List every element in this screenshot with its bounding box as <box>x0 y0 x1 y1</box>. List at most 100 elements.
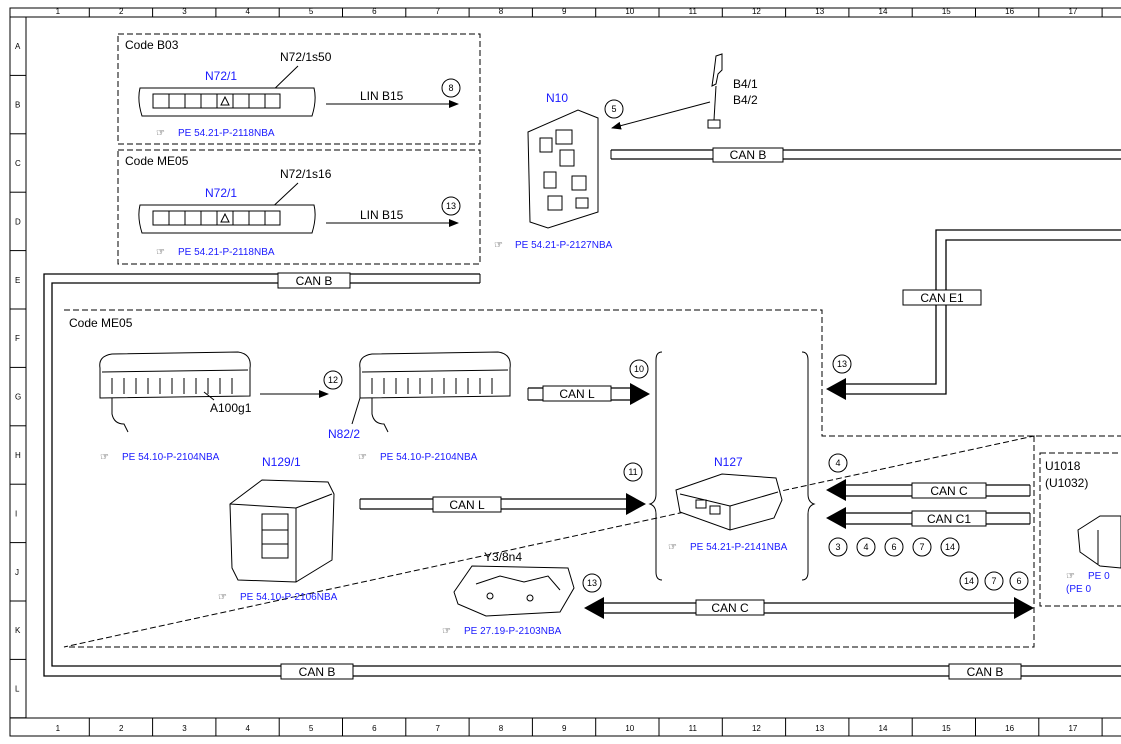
n129-1-label: N129/1 <box>262 455 301 469</box>
marker-4-text: 4 <box>835 458 840 468</box>
row-letter: F <box>15 334 20 343</box>
column-number: 2 <box>119 724 124 733</box>
marker-13a <box>441 196 461 216</box>
column-number: 8 <box>499 7 504 16</box>
can-c-bus-bottom: CAN C <box>584 597 1034 619</box>
column-number: 9 <box>562 7 567 16</box>
n10-label: N10 <box>546 91 568 105</box>
ref-me05: PE 54.21-P-2118NBA <box>178 247 275 258</box>
column-number: 16 <box>1005 724 1014 733</box>
u1018-label: U1018 <box>1045 459 1081 473</box>
n127-label: N127 <box>714 455 743 469</box>
can-b-label-top: CAN B <box>730 148 767 162</box>
b4-1-label: B4/1 <box>733 77 758 91</box>
column-number: 11 <box>689 7 698 16</box>
hand-icon: ☞ <box>1066 571 1075 582</box>
column-number: 8 <box>499 724 504 733</box>
row-letter: J <box>15 568 19 577</box>
ref-n10: PE 54.21-P-2127NBA <box>515 240 613 251</box>
u1032-label: (U1032) <box>1045 476 1088 490</box>
row-letter: H <box>15 451 21 460</box>
marker-r7-text: 7 <box>991 576 996 586</box>
row-letter: L <box>15 685 20 694</box>
hand-icon: ☞ <box>100 452 109 463</box>
marker-13a-text: 13 <box>446 201 456 211</box>
can-c-label-bottom: CAN C <box>711 601 749 615</box>
column-number: 7 <box>435 7 440 16</box>
column-number: 5 <box>309 724 314 733</box>
column-number: 3 <box>182 7 187 16</box>
marker-6-text: 6 <box>891 542 896 552</box>
code-b03-box <box>117 33 481 145</box>
column-number: 10 <box>625 7 634 16</box>
u1018-module <box>1077 515 1121 569</box>
ref-n127: PE 54.21-P-2141NBA <box>690 542 788 553</box>
column-number: 1 <box>56 724 61 733</box>
can-l-bus-2: CAN L <box>359 493 646 515</box>
row-letter: G <box>15 393 21 402</box>
marker-5-text: 5 <box>611 104 616 114</box>
column-number: 3 <box>182 724 187 733</box>
column-number: 7 <box>435 724 440 733</box>
hand-icon: ☞ <box>218 592 227 603</box>
lin-b15-label-a: LIN B15 <box>360 89 404 103</box>
marker-14-text: 14 <box>945 542 955 552</box>
b4-2-label: B4/2 <box>733 93 758 107</box>
marker-8-text: 8 <box>448 83 453 93</box>
column-number: 17 <box>1068 7 1077 16</box>
row-letter: B <box>15 101 20 110</box>
code-b03-label: Code B03 <box>125 38 179 52</box>
can-c1-label: CAN C1 <box>927 512 971 526</box>
n72-1s16-label: N72/1s16 <box>280 167 332 181</box>
code-me05-main-box <box>63 309 1121 648</box>
marker-10-text: 10 <box>634 364 644 374</box>
marker-13c <box>582 573 602 593</box>
can-l-bus-1: CAN L <box>527 383 650 405</box>
n72-1-label-b: N72/1 <box>205 186 237 200</box>
marker-8 <box>441 78 461 98</box>
row-letter: D <box>15 217 21 226</box>
overhead-control-panel-b03 <box>138 87 316 117</box>
marker-3-text: 3 <box>835 542 840 552</box>
b4-sensor <box>707 53 723 129</box>
row-letter: E <box>15 276 20 285</box>
marker-12-text: 12 <box>328 375 338 385</box>
can-b-label-left: CAN B <box>296 274 333 288</box>
hand-icon: ☞ <box>358 452 367 463</box>
marker-r14-text: 14 <box>964 576 974 586</box>
column-number: 4 <box>246 724 251 733</box>
code-me05-top-box <box>117 149 481 265</box>
marker-13b <box>832 354 852 374</box>
hand-icon: ☞ <box>668 542 677 553</box>
ref-b03: PE 54.21-P-2118NBA <box>178 128 275 139</box>
n82-2-battery <box>359 351 511 433</box>
marker-11-text: 11 <box>628 467 637 477</box>
column-number: 16 <box>1005 7 1014 16</box>
marker-10 <box>629 359 649 379</box>
row-letter: A <box>15 42 21 51</box>
marker-12 <box>323 370 343 390</box>
overhead-control-panel-me05 <box>138 204 316 234</box>
row-letter: K <box>15 626 21 635</box>
n72-1s50-label: N72/1s50 <box>280 50 332 64</box>
can-e1-bus: CAN E1 <box>826 229 1121 400</box>
marker-r6-text: 6 <box>1016 576 1021 586</box>
ref-a100g1: PE 54.10-P-2104NBA <box>122 452 220 463</box>
column-number: 2 <box>119 7 124 16</box>
marker-13b-text: 13 <box>837 359 847 369</box>
row-letter: C <box>15 159 21 168</box>
n82-2-label: N82/2 <box>328 427 360 441</box>
marker-4 <box>828 453 848 473</box>
n10-module <box>527 109 599 229</box>
n129-1-module <box>229 479 335 583</box>
column-number: 6 <box>372 7 377 16</box>
column-number: 13 <box>815 724 824 733</box>
hand-icon: ☞ <box>494 240 503 251</box>
can-c1-bus: CAN C1 <box>826 507 1031 529</box>
n72-1-label-a: N72/1 <box>205 69 237 83</box>
can-l-label-1: CAN L <box>559 387 595 401</box>
can-b-label-bottom-right: CAN B <box>967 665 1004 679</box>
ref-n129-1: PE 54.10-P-2106NBA <box>240 592 338 603</box>
column-number: 15 <box>942 7 951 16</box>
code-me05-main-label: Code ME05 <box>69 316 133 330</box>
